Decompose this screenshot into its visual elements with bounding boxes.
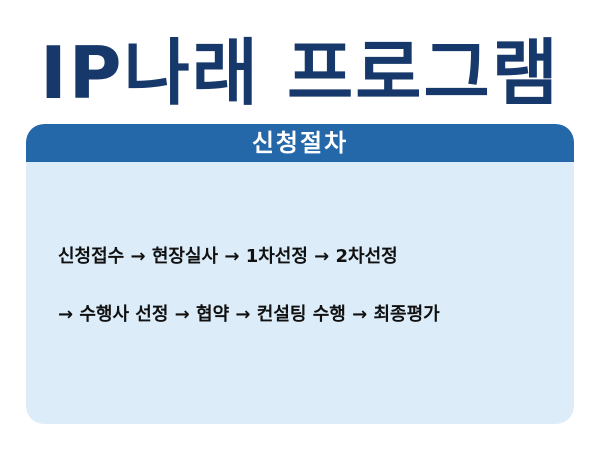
procedure-steps-line-1: 신청접수 → 현장실사 → 1차선정 → 2차선정 <box>58 246 398 267</box>
card-header: 신청절차 <box>26 124 574 162</box>
page-title: IP나래 프로그램 <box>39 31 561 115</box>
procedure-steps-line-2: → 수행사 선정 → 협약 → 컨설팅 수행 → 최종평가 <box>58 304 440 325</box>
procedure-card: 신청절차 신청접수 → 현장실사 → 1차선정 → 2차선정 → 수행사 선정 … <box>26 124 574 424</box>
